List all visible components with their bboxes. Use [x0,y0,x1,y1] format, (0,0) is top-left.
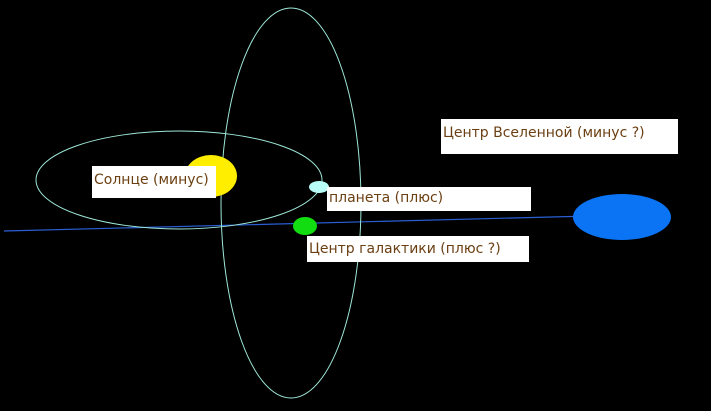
planet-label: планета (плюс) [327,187,531,211]
universe-center-body [573,194,671,240]
galaxy-center-body [293,217,317,235]
planet-orbit [35,130,323,230]
sun-label: Солнце (минус) [92,166,216,198]
universe-center-label: Центр Вселенной (минус ?) [441,119,678,154]
galaxy-center-label: Центр галактики (плюс ?) [307,236,529,262]
planet-body [309,181,329,193]
